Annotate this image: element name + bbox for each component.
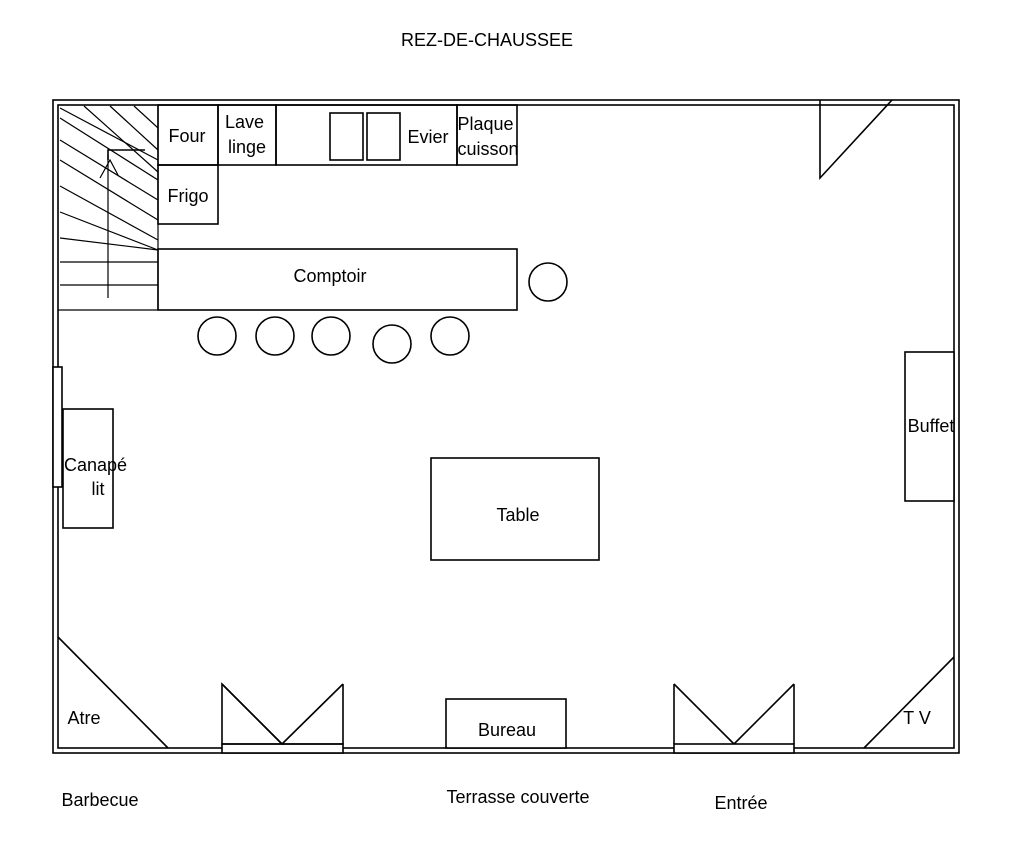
bureau-label: Bureau — [478, 720, 536, 740]
left-window — [52, 366, 63, 488]
lave-linge-label: Lave linge — [225, 112, 269, 157]
entrance-double-door — [673, 683, 795, 754]
plan-title: REZ-DE-CHAUSSEE — [401, 30, 573, 50]
plaque-cuisson-cell — [456, 104, 518, 166]
stool — [372, 324, 412, 364]
atre-corner — [57, 636, 169, 749]
stool — [255, 316, 295, 356]
atre-label: Atre — [67, 708, 100, 728]
top-right-door — [819, 99, 893, 181]
stool — [197, 316, 237, 356]
entree-label: Entrée — [714, 793, 767, 813]
evier-label: Evier — [407, 127, 448, 147]
bureau — [445, 698, 567, 749]
sink-basin-right — [366, 112, 401, 161]
stair-arrow-icon — [107, 149, 145, 160]
four-label: Four — [168, 126, 205, 146]
terrace-double-door — [221, 682, 344, 754]
table-label: Table — [496, 505, 539, 525]
frigo-label: Frigo — [167, 186, 208, 206]
stool — [430, 316, 470, 356]
staircase — [59, 105, 159, 310]
plaque-cuisson-label: Plaque cuisson — [457, 114, 518, 159]
comptoir — [157, 248, 518, 311]
buffet-label: Buffet — [908, 416, 955, 436]
sink-basin-left — [329, 112, 364, 161]
frigo-cell — [157, 164, 219, 225]
tv-corner — [863, 656, 955, 749]
table — [430, 457, 600, 561]
comptoir-label: Comptoir — [293, 266, 366, 286]
canape-lit-label: Canapé lit — [64, 455, 132, 499]
stool — [528, 262, 568, 302]
terrasse-label: Terrasse couverte — [446, 787, 589, 807]
barbecue-label: Barbecue — [61, 790, 138, 810]
canape-lit — [62, 408, 114, 529]
buffet — [904, 351, 955, 502]
tv-label: T V — [903, 708, 931, 728]
stool — [311, 316, 351, 356]
